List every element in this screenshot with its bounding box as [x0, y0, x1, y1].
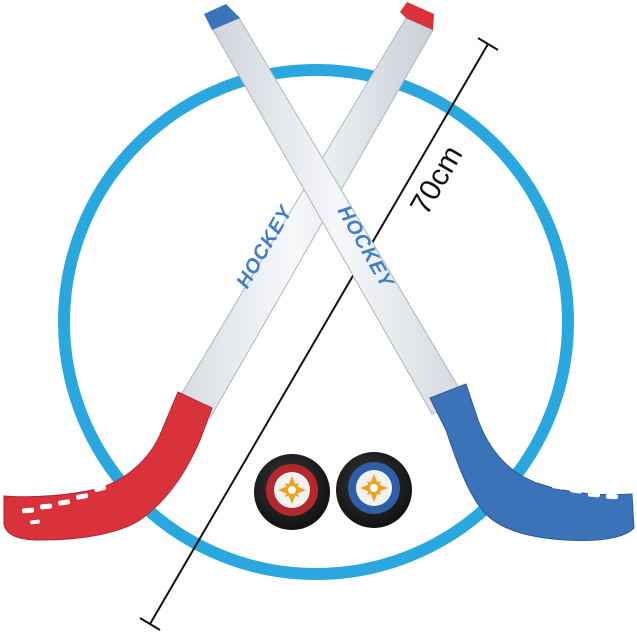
measurement-line	[139, 37, 499, 631]
blade-holes	[533, 477, 618, 500]
puck-blue	[336, 452, 412, 528]
puck-red	[254, 454, 330, 530]
stick-cap	[204, 4, 240, 30]
stick-blade	[429, 383, 635, 541]
stick-cap	[400, 2, 434, 30]
blade-holes	[22, 485, 107, 525]
stick-blade	[3, 391, 213, 541]
